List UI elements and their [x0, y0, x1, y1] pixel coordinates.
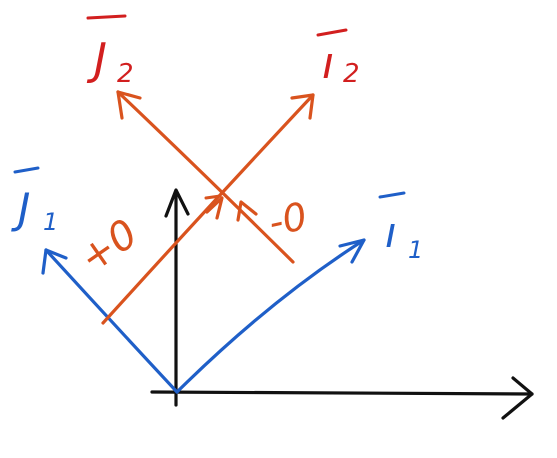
i1-bar [378, 191, 406, 199]
vector-i2 [101, 93, 315, 325]
x-axis-arrowhead [501, 376, 534, 420]
label-j2-sub: 2 [117, 59, 134, 89]
vector-j2-arrowhead [116, 90, 142, 120]
vector-j1-arrowhead [41, 248, 68, 275]
label-i2-main: ı [322, 38, 334, 89]
vector-j1 [44, 248, 179, 394]
label-j1-main: J [11, 184, 30, 233]
label-j2-main: J [86, 34, 107, 85]
edge-label-left: +0 [71, 211, 146, 283]
blue-vectors [41, 238, 366, 394]
y-axis-arrowhead [164, 188, 190, 218]
label-j1-sub: 1 [43, 208, 58, 236]
label-i1-sub: 1 [408, 236, 423, 264]
vector-i1 [175, 238, 366, 394]
vector-i2-arrowhead [290, 93, 315, 120]
i2-bar [316, 28, 348, 37]
label-bars [13, 14, 406, 200]
axes [150, 188, 534, 420]
label-i1-main: ı [385, 208, 397, 257]
vector-j2 [116, 90, 295, 264]
orange-vectors [101, 90, 315, 325]
edge-label-right: -0 [265, 194, 311, 245]
x-axis [150, 390, 534, 396]
intersection-arrowhead-left [205, 196, 224, 220]
intersection-arrowhead-right [236, 200, 258, 222]
intersection-bar [204, 194, 222, 200]
j2-bar [86, 14, 127, 20]
label-i2-sub: 2 [343, 59, 360, 89]
j1-bar [13, 166, 40, 174]
vector-i1-arrowhead [338, 238, 366, 264]
